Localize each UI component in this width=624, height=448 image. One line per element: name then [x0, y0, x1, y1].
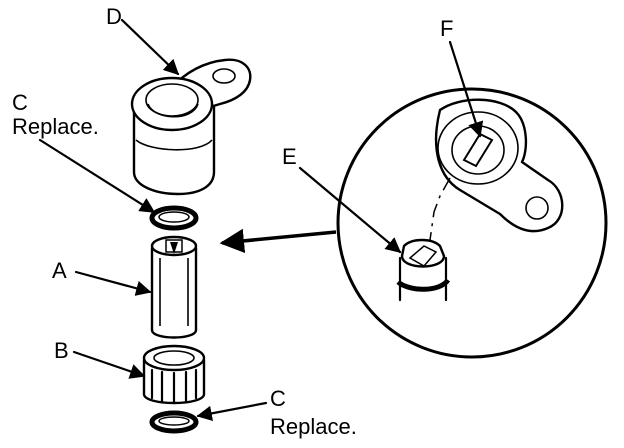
- label-c-bottom: C: [270, 386, 286, 411]
- part-c-top-o-ring: [149, 205, 199, 231]
- label-e: E: [282, 144, 297, 169]
- part-c-bottom-o-ring: [149, 410, 199, 434]
- leader-b: [72, 350, 146, 379]
- leader-c-top: [38, 138, 156, 214]
- part-b-needle-bearing: [142, 344, 206, 405]
- detail-view-circle: [336, 87, 608, 359]
- label-a: A: [52, 258, 67, 283]
- label-f: F: [440, 16, 453, 41]
- label-d: D: [106, 4, 122, 29]
- leader-f: [448, 40, 484, 138]
- leader-e: [298, 166, 402, 254]
- leader-a: [74, 270, 152, 296]
- part-a-roller-pin: [150, 235, 198, 339]
- label-c-top: C: [12, 90, 28, 115]
- label-b: B: [54, 338, 69, 363]
- leader-c-bottom: [196, 401, 268, 421]
- label-c-top-note: Replace.: [12, 114, 99, 139]
- part-d-rocker-arm: [130, 58, 252, 196]
- label-c-bottom-note: Replace.: [270, 414, 357, 439]
- detail-view-arrow: [219, 228, 337, 254]
- leader-d: [120, 18, 180, 76]
